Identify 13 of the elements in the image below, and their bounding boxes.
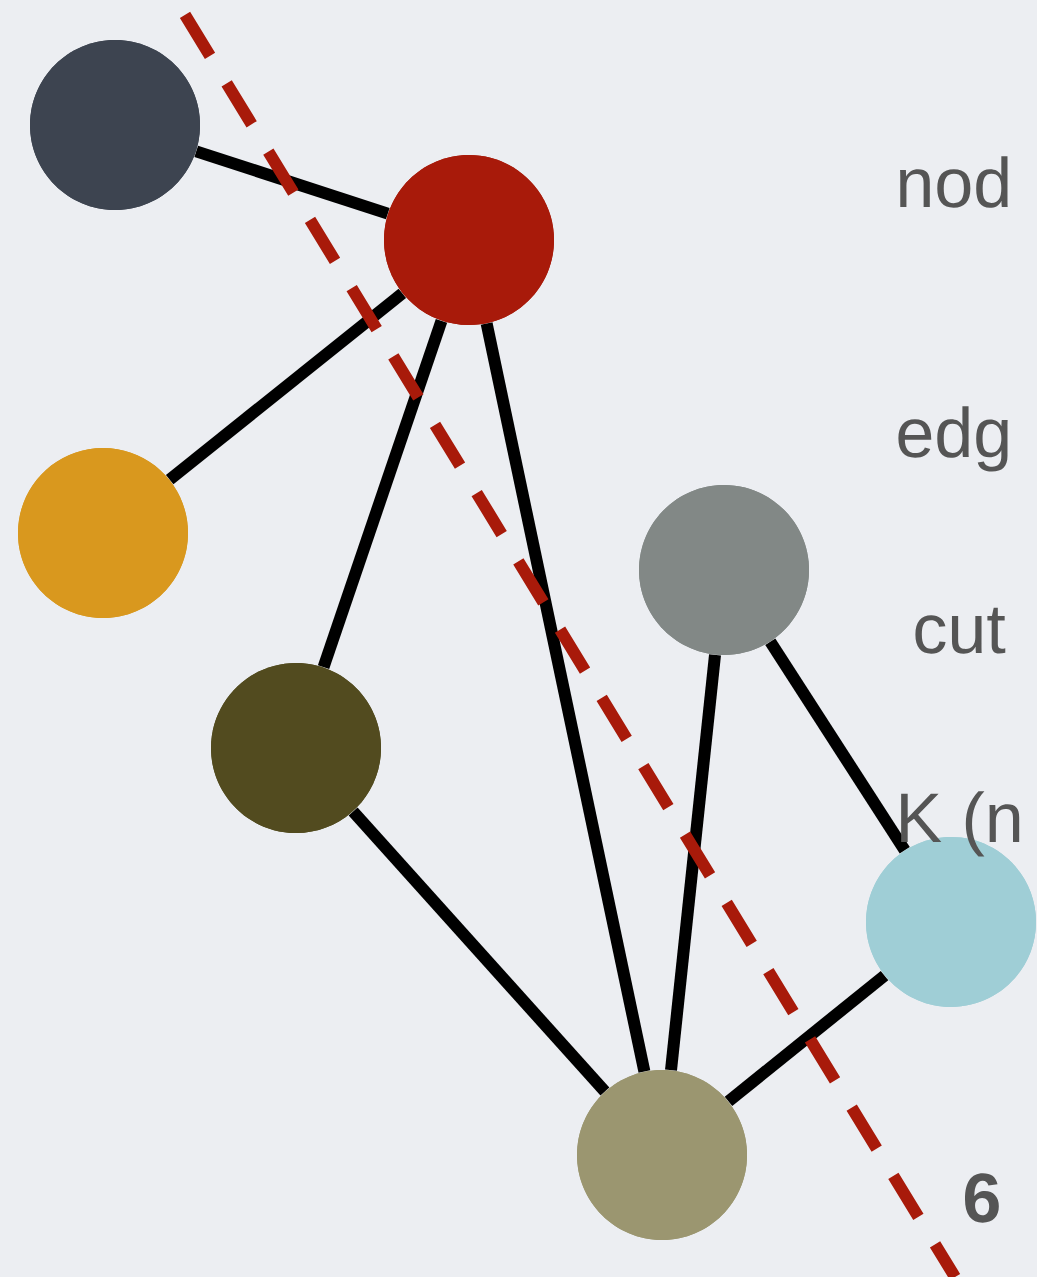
connector-line (165, 288, 407, 485)
connector-line (194, 145, 390, 220)
label-text: nod (900, 156, 1008, 208)
connector-line (317, 318, 448, 670)
label-text: 6 (965, 1173, 999, 1223)
label-text: edg (898, 406, 1008, 472)
connector-line (724, 970, 889, 1107)
connector-line (480, 322, 651, 1073)
connector-line (765, 638, 910, 854)
connector-line (348, 807, 610, 1096)
label-text: cut (915, 607, 1006, 654)
label-text: K (n (901, 791, 1020, 857)
connector-line (665, 654, 721, 1071)
